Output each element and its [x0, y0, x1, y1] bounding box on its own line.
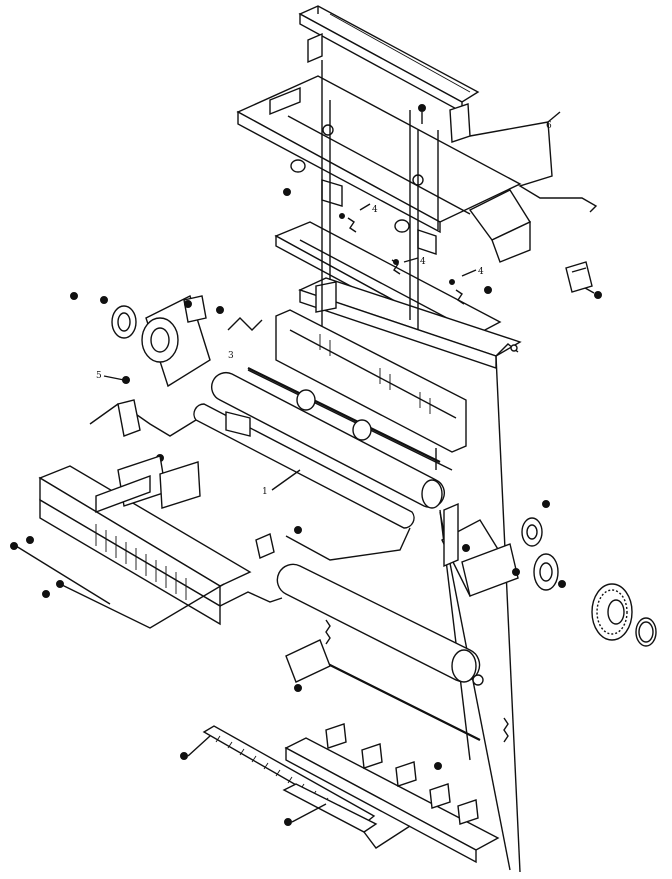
left-lever [285, 619, 509, 743]
cable-6 [469, 111, 598, 213]
frame-teeth [95, 524, 187, 600]
assembly-guide-lines [321, 60, 521, 873]
bottom-rack [180, 725, 411, 849]
callout-4b: 4 [420, 257, 426, 267]
upper-screws [283, 104, 602, 299]
left-cable-bracket [89, 399, 197, 462]
callout-4c: 4 [478, 267, 484, 277]
large-gear [591, 583, 633, 641]
callout-3: 3 [228, 351, 234, 361]
left-gear-bracket [70, 292, 263, 388]
lower-wire [255, 526, 411, 561]
callout-1: 1 [262, 487, 268, 497]
pinch-rollers [290, 159, 437, 255]
callout-leaders [103, 203, 477, 491]
right-clip [565, 261, 593, 293]
feed-roller-assembly [193, 309, 467, 529]
right-gear-bracket [441, 500, 566, 597]
retaining-ring [635, 617, 657, 647]
callout-4a: 4 [372, 205, 378, 215]
callout-5: 5 [96, 371, 102, 381]
upper-frame-cover [236, 75, 532, 263]
top-guide-rail [298, 5, 480, 114]
bottom-frame [284, 723, 500, 864]
lower-left-frame [10, 455, 283, 629]
callout-6: 6 [546, 121, 552, 131]
roller-teeth [319, 334, 431, 414]
